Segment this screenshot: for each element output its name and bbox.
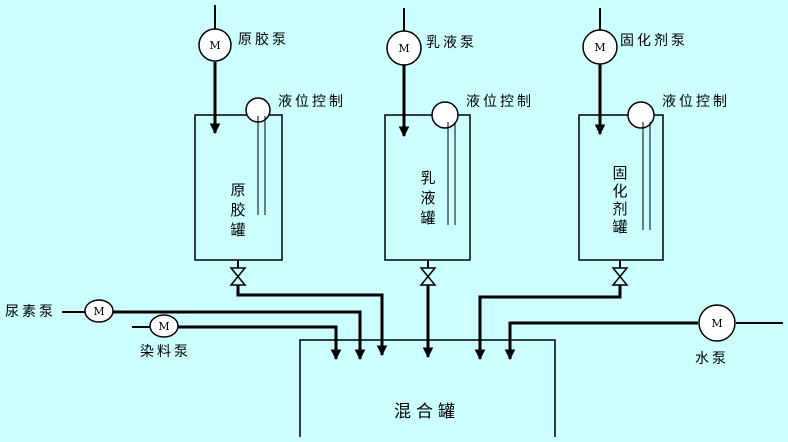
emulsion-pump-label: 乳液泵 xyxy=(426,35,477,51)
emulsion-pump-motor[interactable]: M xyxy=(386,30,422,66)
emulsion-tank-label-3: 罐 xyxy=(420,209,435,227)
curing-to-mixer-pipe xyxy=(474,285,622,361)
motor-symbol: M xyxy=(594,41,605,54)
motor-symbol: M xyxy=(158,320,169,333)
water-pump-motor[interactable]: M xyxy=(698,304,736,342)
dye-pump-motor[interactable]: M xyxy=(149,314,179,338)
gum-tank-label-1: 原 xyxy=(230,181,245,199)
gum-pump-motor[interactable]: M xyxy=(198,28,232,62)
urea-pump-motor[interactable]: M xyxy=(84,299,114,323)
emulsion-outlet-valve[interactable] xyxy=(419,260,437,286)
dye-pipe xyxy=(132,325,342,361)
curing-level-sensor xyxy=(627,101,655,230)
emulsion-tank-label-2: 液 xyxy=(420,189,435,207)
water-pipe xyxy=(504,321,783,361)
curing-tank-label-4: 罐 xyxy=(612,218,627,236)
gum-pump-label: 原胶泵 xyxy=(238,31,289,48)
motor-symbol: M xyxy=(93,305,104,318)
curing-level-control-label: 液位控制 xyxy=(662,94,730,110)
water-pump-label: 水泵 xyxy=(695,351,729,367)
dye-pump-label: 染料泵 xyxy=(140,344,191,360)
motor-symbol: M xyxy=(711,317,722,330)
urea-pipe xyxy=(62,310,366,361)
curing-pump-label: 固化剂泵 xyxy=(620,33,688,49)
emulsion-level-control-label: 液位控制 xyxy=(466,94,534,110)
gum-level-control-label: 液位控制 xyxy=(278,94,346,110)
curing-outlet-valve[interactable] xyxy=(611,260,629,286)
motor-symbol: M xyxy=(209,39,220,52)
urea-pump-label: 尿素泵 xyxy=(5,304,56,320)
emulsion-tank xyxy=(384,114,471,261)
gum-tank-label-2: 胶 xyxy=(230,201,245,219)
mixing-tank-label: 混合罐 xyxy=(394,402,460,422)
motor-symbol: M xyxy=(398,42,409,55)
emulsion-level-sensor xyxy=(431,101,459,225)
gum-outlet-valve[interactable] xyxy=(229,260,247,286)
curing-tank-label-2: 化 xyxy=(612,182,627,200)
emulsion-tank-label-1: 乳 xyxy=(420,169,435,187)
curing-tank-label-1: 固 xyxy=(612,164,627,182)
gum-level-sensor xyxy=(245,97,271,215)
curing-pump-motor[interactable]: M xyxy=(582,29,618,65)
gum-tank-label-3: 罐 xyxy=(230,221,245,239)
curing-tank-label-3: 剂 xyxy=(612,200,627,218)
gum-to-mixer-pipe xyxy=(236,285,388,357)
